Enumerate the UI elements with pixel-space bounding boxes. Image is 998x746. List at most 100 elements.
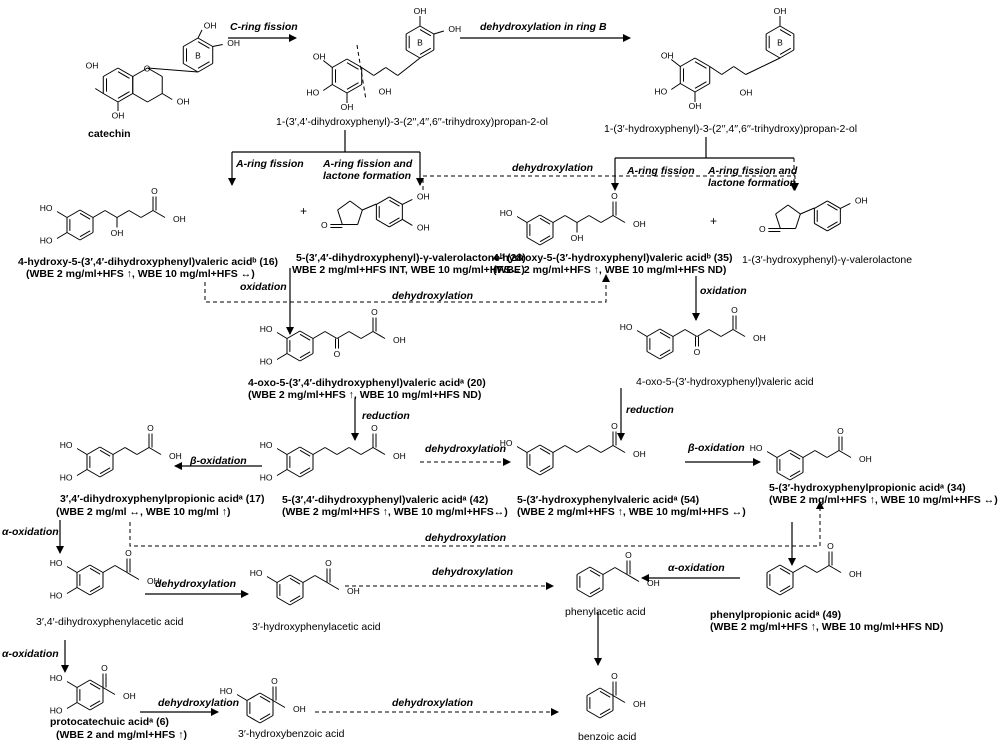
label-dehydroxylation-top: dehydroxylation [512,162,594,174]
name-c17: 3′,4′-dihydroxyphenylpropionic acidᵃ (17… [60,493,265,505]
label-a-ring-lactone-2: A-ring fission and lactone formation [708,165,798,189]
note-c28: WBE 2 mg/ml+HFS INT, WBE 10 mg/ml+HFS↔) [292,264,525,276]
atom-label: HO [250,568,263,578]
atom-label: HO [40,203,53,213]
atom-label: B [195,50,201,60]
atom-label: O [827,541,834,551]
atom-label: OH [417,222,430,232]
atom-label: O [144,63,151,73]
atom-label: O [611,671,618,681]
atom-label: OH [571,233,584,243]
atom-label: B [777,37,783,47]
name-c42: 5-(3′,4′-dihydroxyphenyl)valeric acidᵃ (… [282,494,489,506]
name-hba: 3′-hydroxybenzoic acid [238,728,345,740]
atom-label: OH [689,101,702,111]
mol-c49: O OH [766,541,862,596]
mol-c35: HO OH O OH [500,191,646,246]
name-catechin: catechin [88,128,131,140]
note-c54: (WBE 2 mg/ml+HFS ↑, WBE 10 mg/ml+HFS ↔) [517,506,746,518]
atom-label: OH [204,21,217,31]
name-c20: 4-oxo-5-(3′,4′-dihydroxyphenyl)valeric a… [248,377,486,389]
atom-label: OH [859,454,872,464]
atom-label: HO [260,356,273,366]
label-c-ring-fission: C-ring fission [230,21,298,33]
atom-label: O [151,186,158,196]
atom-label: HO [654,86,667,96]
arrow-dehydrox-propionic [129,501,824,547]
label-dehydroxylation-acetic-1: dehydroxylation [155,578,237,590]
atom-label: OH [393,335,406,345]
label-beta-ox-1: β-oxidation [190,455,247,467]
atom-label: OH [341,102,354,112]
atom-label: HO [220,686,233,696]
atom-label: OH [633,219,646,229]
mol-ba: OOH [586,671,646,719]
atom-label: OH [774,6,787,16]
label-beta-ox-2: β-oxidation [688,442,745,454]
atom-label: O [371,423,378,433]
name-ba: benzoic acid [578,731,637,743]
name-dhpa: 3′,4′-dihydroxyphenylacetic acid [36,616,184,628]
label-alpha-ox-2: α-oxidation [668,562,725,574]
atom-label: O [731,305,738,315]
note-c6: (WBE 2 and mg/ml+HFS ↑) [56,729,187,741]
note-c49: (WBE 2 mg/ml+HFS ↑, WBE 10 mg/ml+HFS ND) [710,621,944,633]
name-lactone2: 1-(3′-hydroxyphenyl)-γ-valerolactone [742,254,913,266]
atom-label: OH [347,586,360,596]
note-c34: (WBE 2 mg/ml+HFS ↑, WBE 10 mg/ml+HFS ↔) [769,494,998,506]
atom-label: OH [379,86,392,96]
label-a-ring-lactone-1: A-ring fission and lactone formation [323,158,413,182]
label-oxidation-2: oxidation [700,285,747,297]
label-dehydroxylation-mid: dehydroxylation [392,290,474,302]
label-dehydroxylation-benzoic-1: dehydroxylation [158,697,240,709]
mol-pa: O OH [576,550,660,598]
atom-label: OH [177,96,190,106]
plus-sign-2: + [710,214,718,228]
name-c2: 1-(3′-hydroxyphenyl)-3-(2′′,4′′,6′′-trih… [604,123,858,135]
label-alpha-ox-1: α-oxidation [2,526,59,538]
atom-label: HO [306,87,319,97]
atom-label: OH [173,214,186,224]
atom-label: O [625,550,632,560]
atom-label: O [101,663,108,673]
label-dehydroxylation-acetic-2: dehydroxylation [432,566,514,578]
name-c49: phenylpropionic acidᵃ (49) [710,609,842,621]
name-c6: protocatechuic acidᵃ (6) [50,716,169,728]
atom-label: HO [260,472,273,482]
atom-label: O [271,676,278,686]
mol-lactone2: OOH [759,195,868,233]
note-c16: (WBE 2 mg/ml+HFS ↑, WBE 10 mg/ml+HFS ↔) [26,268,255,280]
atom-label: OH [647,578,660,588]
atom-label: OH [111,228,124,238]
label-dehydroxylation-valeric: dehydroxylation [425,443,507,455]
atom-label: HO [50,673,63,683]
atom-label: HO [260,324,273,334]
atom-label: HO [750,443,763,453]
reaction-arrows [56,34,824,716]
plus-sign-1: + [300,204,308,218]
atom-label: O [611,191,618,201]
atom-label: OH [448,24,461,34]
label-a-ring-fission-1: A-ring fission [236,158,304,170]
atom-label: OH [849,569,862,579]
atom-label: HO [500,208,513,218]
atom-label: O [759,224,766,234]
atom-label: OH [393,451,406,461]
name-c1: 1-(3′,4′-dihydroxyphenyl)-3-(2′′,4′′,6′′… [276,116,548,128]
name-c16: 4-hydroxy-5-(3′,4′-dihydroxyphenyl)valer… [18,256,279,268]
note-c20: (WBE 2 mg/ml+HFS ↑, WBE 10 mg/ml+HFS ND) [248,389,482,401]
label-dehydroxylation-propionic: dehydroxylation [425,532,507,544]
atom-label: OH [417,191,430,201]
atom-label: HO [50,558,63,568]
